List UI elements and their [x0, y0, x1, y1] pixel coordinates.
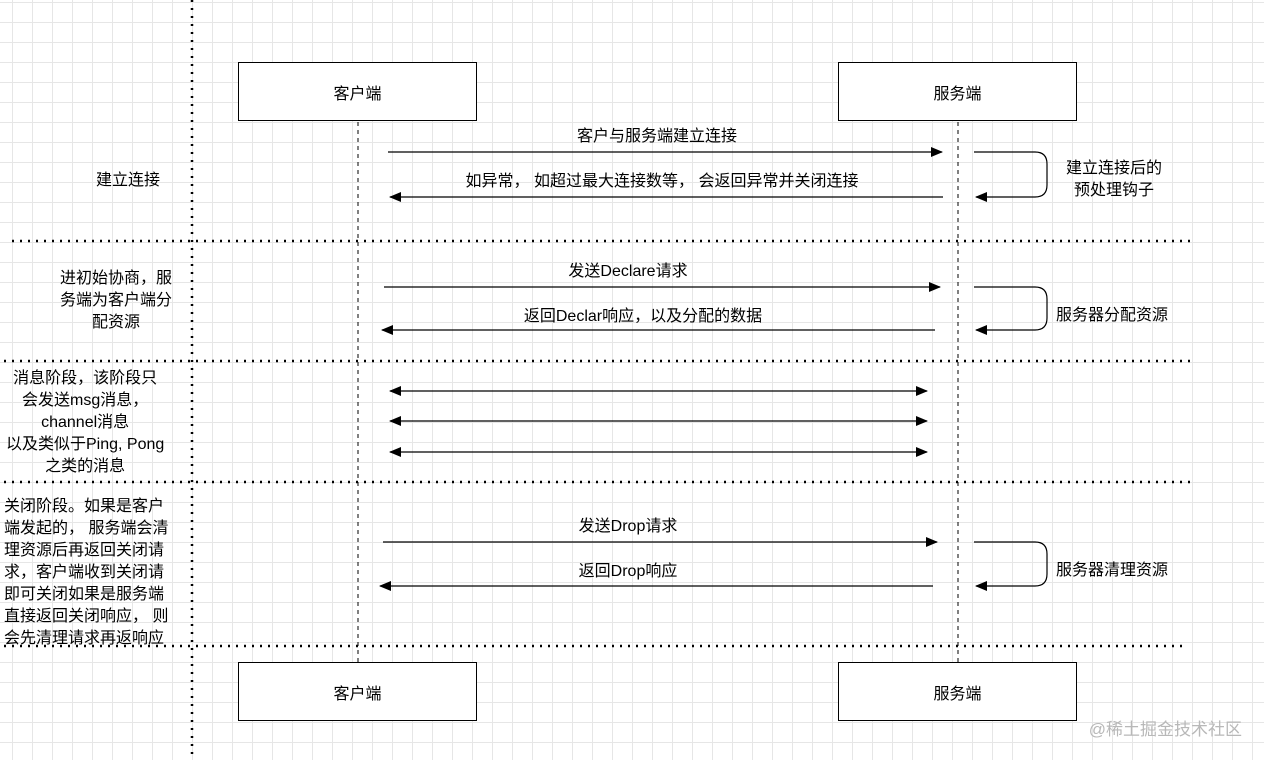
server-label-top: 服务端	[933, 85, 982, 103]
close-self-loop-arrow	[974, 541, 1048, 591]
server-box-top: 服务端	[838, 62, 1077, 121]
server-label-bottom: 服务端	[933, 685, 982, 703]
close-section-label: 关闭阶段。如果是客户 端发起的， 服务端会清 理资源后再返回关闭请 求，客户端收…	[4, 498, 169, 647]
connect-response-label: 如异常， 如超过最大连接数等， 会返回异常并关闭连接	[465, 173, 859, 190]
connect-hook-note: 建立连接后的 预处理钩子	[1066, 160, 1163, 199]
connect-self-loop-arrow	[974, 151, 1048, 202]
client-box-bottom: 客户端	[238, 662, 477, 721]
close-request-label: 发送Drop请求	[578, 518, 678, 535]
connect-section-label: 建立连接	[96, 172, 161, 189]
client-label-bottom: 客户端	[333, 685, 382, 703]
negotiate-alloc-note: 服务器分配资源	[1056, 307, 1169, 324]
client-box-top: 客户端	[238, 62, 477, 121]
close-cleanup-note: 服务器清理资源	[1056, 562, 1169, 579]
client-label-top: 客户端	[333, 85, 382, 103]
negotiate-self-loop-arrow	[974, 286, 1048, 335]
close-response-label: 返回Drop响应	[578, 563, 678, 580]
negotiate-request-label: 发送Declare请求	[568, 263, 688, 280]
connect-request-label: 客户与服务端建立连接	[576, 128, 738, 145]
negotiate-response-label: 返回Declar响应，以及分配的数据	[523, 308, 763, 325]
server-box-bottom: 服务端	[838, 662, 1077, 721]
negotiate-section-label: 进初始协商，服 务端为客户端分 配资源	[60, 270, 173, 331]
watermark: @稀土掘金技术社区	[1088, 720, 1242, 739]
message-section-label: 消息阶段，该阶段只 会发送msg消息， channel消息 以及类似于Ping,…	[6, 370, 165, 475]
